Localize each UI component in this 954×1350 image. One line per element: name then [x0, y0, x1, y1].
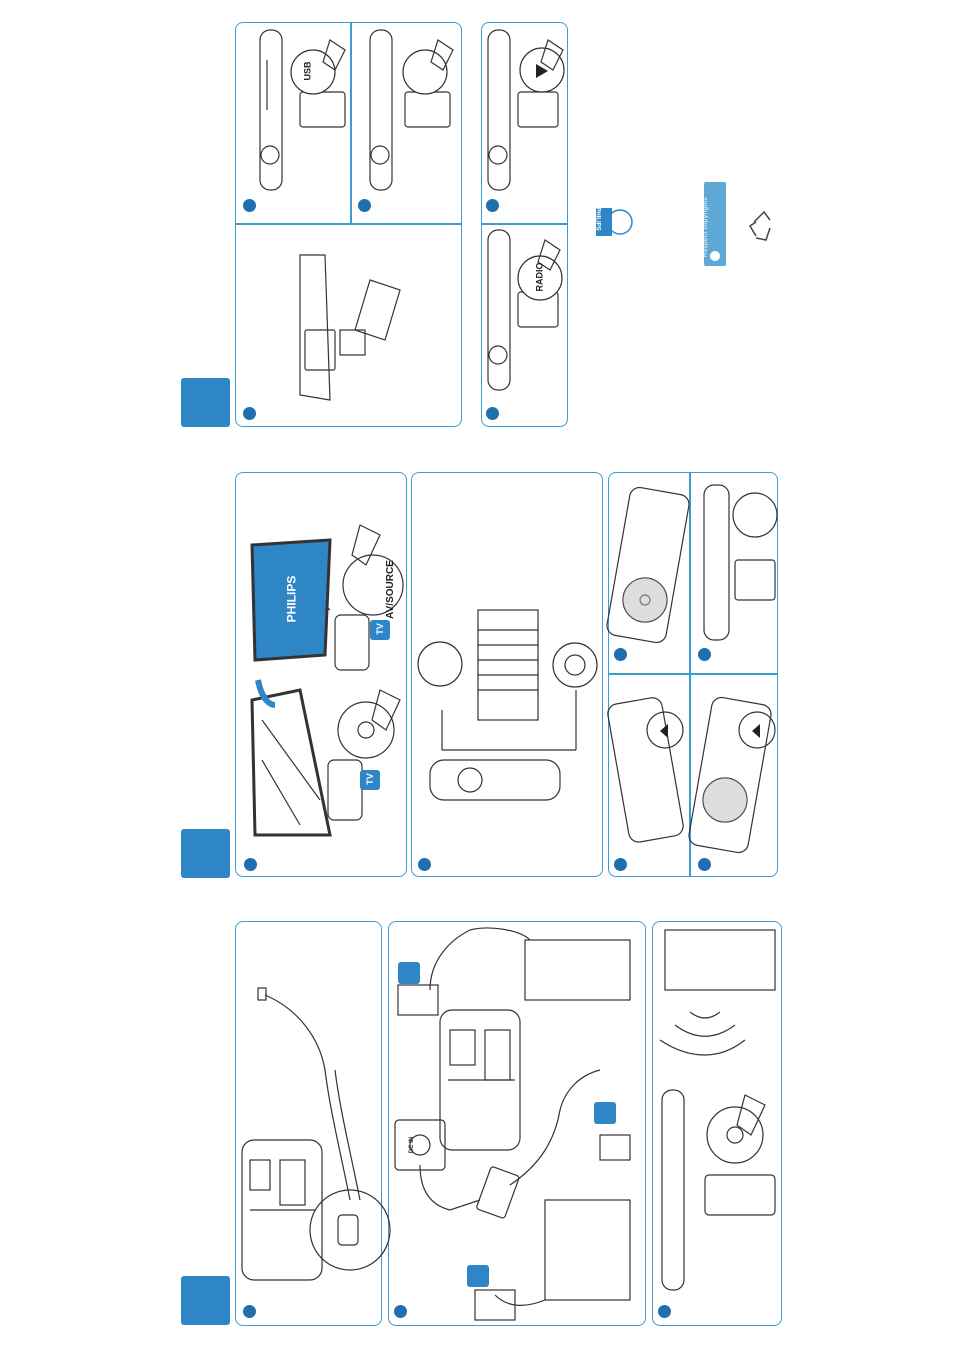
- dc-in-label: DC IN: [409, 1137, 415, 1153]
